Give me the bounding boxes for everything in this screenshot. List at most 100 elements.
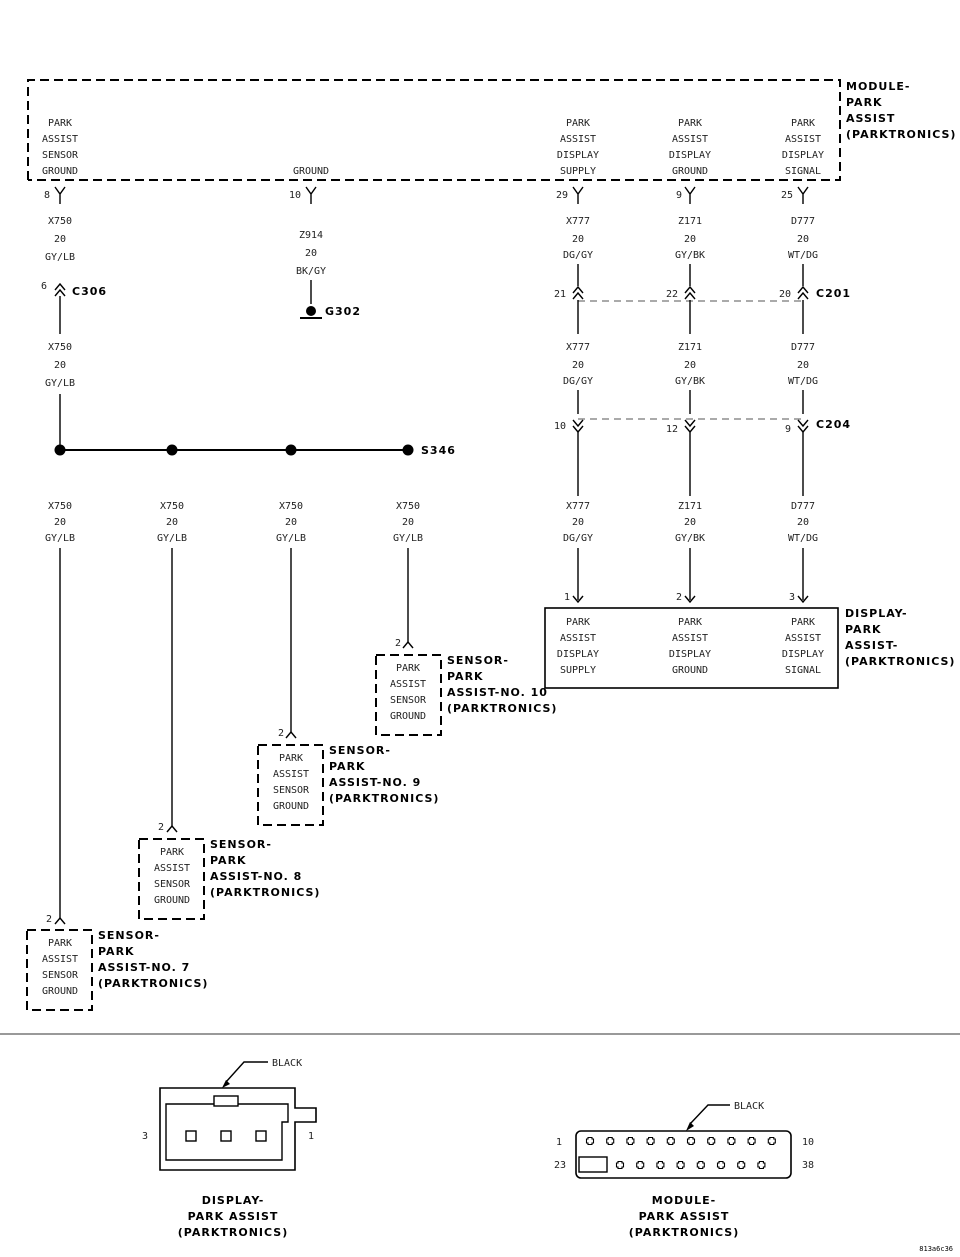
- wire-circuit: X750: [48, 216, 72, 227]
- connector-c204-label: C204: [816, 418, 851, 431]
- wire-gauge: 20: [684, 234, 696, 245]
- wire-circuit: X777: [566, 501, 590, 512]
- splice-s346: S346: [54, 444, 455, 457]
- wire-circuit: Z171: [678, 501, 702, 512]
- sensor-label: SENSOR: [390, 695, 427, 706]
- sensor-title: SENSOR-: [98, 929, 160, 942]
- pin-cavity-icon: [626, 1136, 635, 1146]
- pin-label: ASSIST: [785, 134, 821, 145]
- module-title-line: MODULE-: [846, 80, 910, 93]
- pin-label: ASSIST: [672, 134, 708, 145]
- wire-color: GY/BK: [675, 250, 705, 261]
- sensor-title: PARK: [210, 854, 247, 867]
- wire-color: DG/GY: [563, 376, 593, 387]
- pin-number: 25: [781, 190, 793, 201]
- sensor-title: ASSIST-NO. 9: [329, 776, 421, 789]
- display-cell-label: PARK: [566, 617, 590, 628]
- wire-d777-upper: D777 20 WT/DG: [788, 216, 818, 286]
- wire-gauge: 20: [572, 517, 584, 528]
- sensor-title: ASSIST-NO. 8: [210, 870, 302, 883]
- wire-gauge: 20: [166, 517, 178, 528]
- wire-gauge: 20: [402, 517, 414, 528]
- ground-icon: [306, 306, 316, 316]
- view-caption: (PARKTRONICS): [629, 1226, 739, 1239]
- sensor-label: PARK: [279, 753, 303, 764]
- connector-pin: 1: [556, 1137, 562, 1148]
- pin-number: 10: [289, 190, 301, 201]
- connector-pin: 1: [308, 1131, 314, 1142]
- module-title-line: PARK: [846, 96, 883, 109]
- connector-c201: 21 22 20 C201: [554, 285, 850, 302]
- wire-gauge: 20: [54, 517, 66, 528]
- pin-cavity-icon: [656, 1160, 665, 1170]
- sensor-label: PARK: [160, 847, 184, 858]
- sensor-title: ASSIST-NO. 10: [447, 686, 548, 699]
- sensor-title: PARK: [447, 670, 484, 683]
- wire-x750-branch-7: X750 20 GY/LB: [45, 501, 75, 918]
- wire-gauge: 20: [54, 360, 66, 371]
- wire-circuit: X777: [566, 342, 590, 353]
- sensor-title: (PARKTRONICS): [329, 792, 439, 805]
- module-title-line: (PARKTRONICS): [846, 128, 956, 141]
- display-cell-label: DISPLAY: [669, 649, 711, 660]
- sensor-label: ASSIST: [154, 863, 190, 874]
- wire-color: GY/LB: [45, 533, 75, 544]
- module-connector-view: BLACK 1 10 23 38 MODULE- PARK ASSIST (PA…: [554, 1101, 814, 1239]
- wire-d777-mid: D777 20 WT/DG: [788, 300, 818, 414]
- splice-node: [402, 444, 414, 456]
- wire-z914: Z914 20 BK/GY: [296, 230, 326, 304]
- splice-node: [166, 444, 178, 456]
- wire-circuit: X750: [396, 501, 420, 512]
- pin-cavity-icon: [585, 1136, 595, 1146]
- sensor-label: GROUND: [273, 801, 309, 812]
- wire-color: GY/LB: [45, 252, 75, 263]
- module-pin-display-ground: PARK ASSIST DISPLAY GROUND: [669, 118, 711, 177]
- wire-circuit: X750: [160, 501, 184, 512]
- pin-label: PARK: [791, 118, 815, 129]
- pin-cavity-icon: [686, 1136, 696, 1146]
- sensor-label: ASSIST: [42, 954, 78, 965]
- wire-color: GY/LB: [45, 378, 75, 389]
- pin-label: GROUND: [42, 166, 78, 177]
- wire-circuit: Z914: [299, 230, 323, 241]
- pin-label: SIGNAL: [785, 166, 821, 177]
- pin-label: PARK: [678, 118, 702, 129]
- sensor-title: (PARKTRONICS): [98, 977, 208, 990]
- pin-label: SENSOR: [42, 150, 79, 161]
- sensor-label: ASSIST: [390, 679, 426, 690]
- pin-label: ASSIST: [42, 134, 78, 145]
- display-cell-label: DISPLAY: [557, 649, 599, 660]
- wire-color: GY/BK: [675, 533, 705, 544]
- wire-x777-upper: X777 20 DG/GY: [563, 216, 593, 286]
- wire-gauge: 20: [684, 517, 696, 528]
- pin-cavity-icon: [646, 1136, 655, 1146]
- connector-pin: 23: [554, 1160, 566, 1171]
- wire-x750-branch-8: X750 20 GY/LB: [157, 501, 187, 826]
- pin-cavity-icon: [606, 1136, 615, 1146]
- pin-cavity-icon: [767, 1136, 776, 1146]
- wire-gauge: 20: [572, 234, 584, 245]
- wire-gauge: 20: [305, 248, 317, 259]
- wire-color: WT/DG: [788, 250, 818, 261]
- wire-gauge: 20: [572, 360, 584, 371]
- wire-circuit: X750: [48, 342, 72, 353]
- pin-cavity-icon: [707, 1136, 716, 1146]
- module-pin-sensor-ground: PARK ASSIST SENSOR GROUND: [42, 118, 79, 177]
- sensor-title: SENSOR-: [329, 744, 391, 757]
- display-title: ASSIST-: [845, 639, 898, 652]
- sensor-title: PARK: [98, 945, 135, 958]
- wire-circuit: D777: [791, 342, 815, 353]
- connector-pin: 20: [779, 289, 791, 300]
- connector-c306: 6 C306: [41, 281, 106, 334]
- pin-cavity-icon: [716, 1160, 726, 1170]
- wire-z171-mid: Z171 20 GY/BK: [675, 300, 705, 414]
- wire-x777-mid: X777 20 DG/GY: [563, 300, 593, 414]
- wire-gauge: 20: [285, 517, 297, 528]
- wire-color: GY/LB: [393, 533, 423, 544]
- wire-circuit: X750: [48, 501, 72, 512]
- module-park-assist: [27, 79, 841, 181]
- display-connector-view: BLACK 3 1 DISPLAY- PARK ASSIST (PARKTRON…: [142, 1058, 317, 1239]
- pin-label: GROUND: [672, 166, 708, 177]
- display-park-assist: 1 2 3 PARK ASSIST DISPLAY SUPPLY PARK AS…: [544, 592, 954, 689]
- wire-color: WT/DG: [788, 533, 818, 544]
